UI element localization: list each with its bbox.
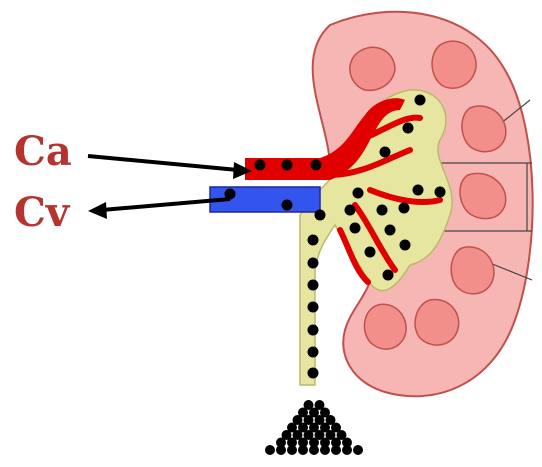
particle-dot (308, 235, 319, 246)
pile-dot (320, 445, 330, 455)
particle-dot (415, 95, 426, 106)
pile-dot (265, 445, 275, 455)
particle-dot (403, 123, 414, 134)
particle-dot (308, 280, 319, 291)
label-cv: Cv (14, 193, 69, 233)
particle-dot (282, 200, 293, 211)
particle-dot (377, 205, 388, 216)
particle-dot (353, 188, 364, 199)
particle-dot (400, 240, 411, 251)
pile-dot (276, 445, 286, 455)
urine-dot-pile (265, 400, 363, 455)
particle-dot (308, 347, 319, 358)
pile-dot (287, 445, 297, 455)
particle-dot (282, 160, 293, 171)
particle-dot (350, 223, 361, 234)
pile-dot (331, 445, 341, 455)
particle-dot (345, 205, 356, 216)
particle-dot (365, 247, 376, 258)
particle-dot (255, 160, 266, 171)
particle-dot (380, 147, 391, 158)
particle-dot (315, 210, 326, 221)
particle-dot (311, 160, 322, 171)
particle-dot (413, 185, 424, 196)
particle-dot (308, 258, 319, 269)
particle-dot (385, 225, 396, 236)
pile-dot (298, 445, 308, 455)
particle-dot (383, 270, 394, 281)
particle-dot (308, 368, 319, 379)
arrow-in (88, 156, 252, 179)
label-ca: Ca (14, 132, 72, 172)
particle-dot (399, 203, 410, 214)
particle-dot (225, 189, 236, 200)
particle-dot (308, 325, 319, 336)
pile-dot (342, 445, 352, 455)
arrow-out (88, 199, 230, 219)
particle-dot (308, 302, 319, 313)
pile-dot (309, 445, 319, 455)
particle-dot (435, 187, 446, 198)
pile-dot (353, 445, 363, 455)
